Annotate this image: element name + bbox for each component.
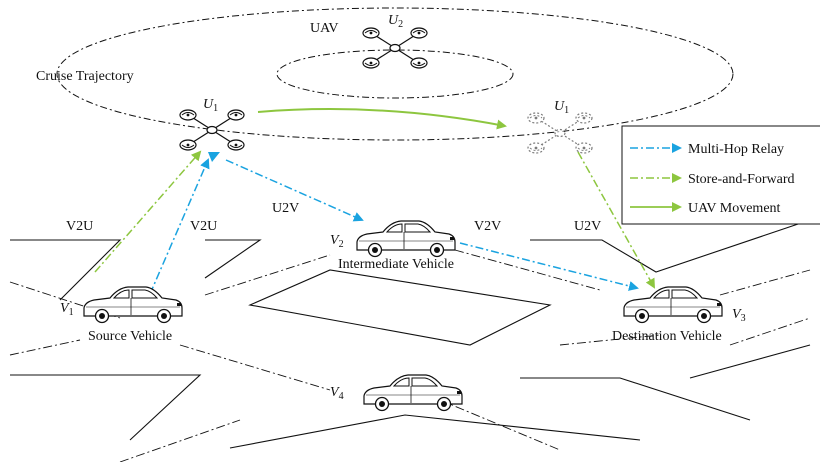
uav-u2-icon: [362, 27, 428, 69]
v2u-left-label: V2U: [66, 219, 93, 234]
road-block-upper-right: [530, 219, 811, 273]
v1-label: V1: [60, 301, 74, 318]
road-block-upper-left: [10, 239, 122, 301]
road-block-lower-right: [520, 377, 751, 421]
v3-label: V3: [732, 307, 746, 324]
relay-link-u1-v2: [225, 159, 364, 222]
v4-label: V4: [330, 385, 344, 402]
destination-vehicle-label: Destination Vehicle: [612, 329, 722, 344]
legend-movement-label: UAV Movement: [688, 201, 781, 216]
uav-u1-future-icon: [527, 112, 593, 154]
vehicle-v3-icon: [623, 286, 723, 324]
road-block-center: [248, 269, 552, 346]
road-block-lower-left: [10, 374, 202, 441]
store-forward-link-u1-v3: [577, 151, 655, 289]
road-block-lower-center: [229, 414, 641, 449]
source-vehicle-label: Source Vehicle: [88, 329, 172, 344]
legend: Multi-Hop Relay Store-and-Forward UAV Mo…: [621, 125, 820, 225]
uav-u1-icon: [179, 109, 245, 151]
cruise-trajectory-label: Cruise Trajectory: [36, 69, 134, 84]
uav-movement-arrow: [257, 108, 507, 130]
lane-markers: [9, 249, 811, 462]
v2v-label: V2V: [474, 219, 501, 234]
intermediate-vehicle-label: Intermediate Vehicle: [338, 257, 454, 272]
cruise-trajectory-outer: [56, 7, 734, 141]
store-forward-link-v1-u1: [94, 150, 202, 273]
road-network: [10, 219, 811, 449]
u2-label: U2: [388, 13, 403, 30]
uav-label: UAV: [310, 21, 339, 36]
u2v-left-label: U2V: [272, 201, 299, 216]
u1-label: U1: [203, 97, 218, 114]
v2-label: V2: [330, 233, 344, 250]
vehicle-v4-icon: [363, 374, 463, 412]
cruise-trajectory-inner: [276, 49, 514, 99]
vehicle-v2-icon: [356, 220, 456, 258]
legend-relay-label: Multi-Hop Relay: [688, 142, 784, 157]
v2u-right-label: V2U: [190, 219, 217, 234]
relay-arrowhead-u1: [208, 152, 220, 162]
relay-link-v2-v3: [459, 242, 639, 291]
vehicle-v1-icon: [83, 286, 183, 324]
road-block-upper-left-2: [204, 239, 262, 279]
road-block-right-edge: [689, 344, 811, 379]
u1-future-label: U1: [554, 99, 569, 116]
u2v-right-label: U2V: [574, 219, 601, 234]
legend-store-forward-label: Store-and-Forward: [688, 172, 795, 187]
